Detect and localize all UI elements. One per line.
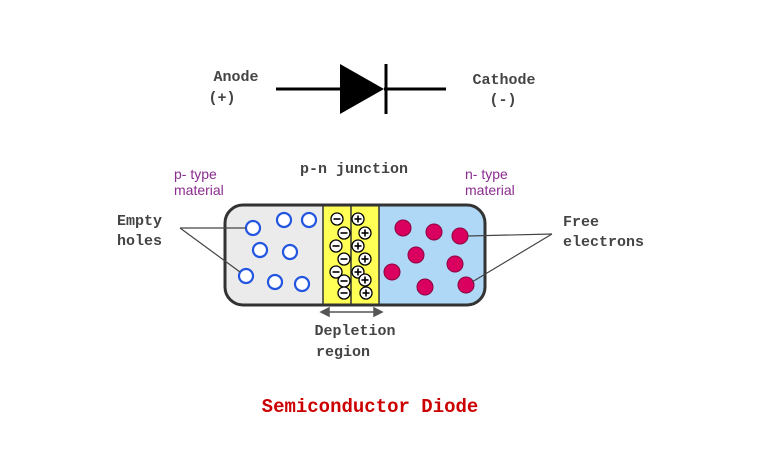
electron xyxy=(407,246,425,264)
electron xyxy=(416,278,434,296)
p-type-label-line1: p- type xyxy=(174,166,217,182)
hole xyxy=(275,211,293,229)
cathode-sign: (-) xyxy=(489,92,516,109)
junction-label: p-n junction xyxy=(300,161,408,178)
minus-ion xyxy=(329,239,343,253)
minus-ion xyxy=(337,286,351,300)
depletion-label-line2: region xyxy=(316,344,370,361)
plus-ion xyxy=(351,239,365,253)
holes-leader-2 xyxy=(179,227,241,273)
plus-ion xyxy=(358,226,372,240)
free-electrons-label-line2: electrons xyxy=(563,234,644,251)
hole xyxy=(237,267,255,285)
diode-symbol xyxy=(276,64,446,114)
empty-holes-label-line1: Empty xyxy=(117,213,162,230)
plus-ion xyxy=(351,212,365,226)
plus-ion xyxy=(358,252,372,266)
plus-ion xyxy=(358,273,372,287)
electrons-group xyxy=(383,219,475,296)
n-type-label-line1: n- type xyxy=(465,166,508,182)
hole xyxy=(281,243,299,261)
leader-lines xyxy=(179,227,553,283)
minus-ion xyxy=(337,226,351,240)
depletion-label-line1: Depletion xyxy=(314,323,395,340)
minus-ion xyxy=(329,265,343,279)
anode-sign: (+) xyxy=(208,90,235,107)
electron xyxy=(394,219,412,237)
hole xyxy=(293,275,311,293)
hole xyxy=(251,241,269,259)
semiconductor-outline xyxy=(223,203,487,307)
positive-ions xyxy=(351,212,373,300)
electron xyxy=(446,255,464,273)
free-electrons-label-line1: Free xyxy=(563,214,599,231)
diagram-title: Semiconductor Diode xyxy=(262,396,479,418)
electrons-leader-1 xyxy=(467,233,553,237)
anode-label: Anode xyxy=(213,69,258,86)
minus-ion xyxy=(337,252,351,266)
electrons-leader-2 xyxy=(471,233,553,283)
minus-ion xyxy=(337,274,351,288)
holes-group xyxy=(237,211,318,293)
n-type-label-line2: material xyxy=(465,182,515,198)
electron xyxy=(425,223,443,241)
electron xyxy=(383,263,401,281)
hole xyxy=(266,273,284,291)
plus-ion xyxy=(359,286,373,300)
p-type-label-line2: material xyxy=(174,182,224,198)
negative-ions xyxy=(329,212,351,300)
hole xyxy=(244,219,262,237)
cathode-label: Cathode xyxy=(472,72,535,89)
empty-holes-label-line2: holes xyxy=(117,233,162,250)
electron xyxy=(451,227,469,245)
minus-ion xyxy=(330,212,344,226)
hole xyxy=(300,211,318,229)
electron xyxy=(457,276,475,294)
depletion-width-arrow xyxy=(319,306,384,318)
diode-triangle xyxy=(340,64,384,114)
